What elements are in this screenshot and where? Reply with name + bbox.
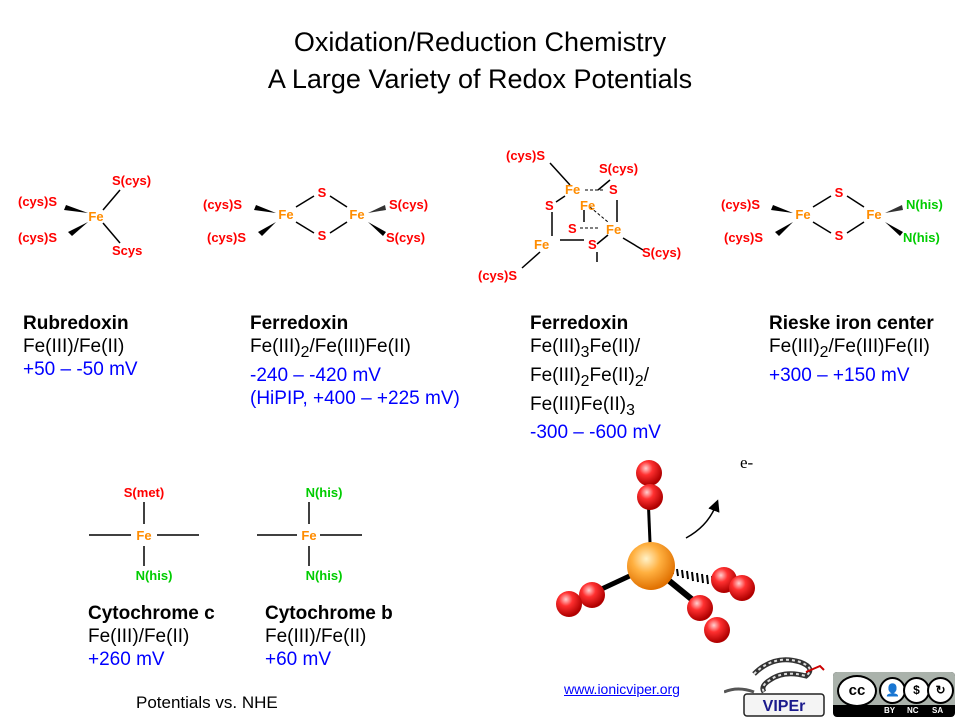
center-cytochrome-c: Cytochrome c Fe(III)/Fe(II) +260 mV xyxy=(88,602,215,671)
n-his-atom: N(his) xyxy=(906,197,943,212)
redox-couple-line: Fe(III)3Fe(II)/ xyxy=(530,336,641,361)
person-icon: 👤 xyxy=(879,677,906,704)
s-cys-atom: S(cys) xyxy=(389,197,428,212)
redox-potential: +300 – +150 mV xyxy=(769,364,910,386)
fe-atom: Fe xyxy=(565,182,580,197)
n-his-atom: N(his) xyxy=(903,230,940,245)
center-name: Rieske iron center xyxy=(769,313,934,334)
redox-potential: -240 – -420 mV xyxy=(250,364,381,386)
fe-atom: Fe xyxy=(349,207,364,222)
s-met-atom: S(met) xyxy=(124,485,164,500)
atom-ball xyxy=(687,595,713,621)
footnote: Potentials vs. NHE xyxy=(136,693,278,712)
cys-s-atom: (cys)S xyxy=(478,268,517,283)
redox-couple: Fe(III)2/Fe(III)Fe(II) xyxy=(769,336,930,361)
s-cys-atom: S(cys) xyxy=(112,173,151,188)
center-rieske: Rieske iron center Fe(III)2/Fe(III)Fe(II… xyxy=(769,312,934,387)
redox-potential: -300 – -600 mV xyxy=(530,422,661,444)
sa-label: SA xyxy=(932,706,944,715)
s-cys-atom: S(cys) xyxy=(386,230,425,245)
slide-title-line1: Oxidation/Reduction Chemistry xyxy=(293,27,667,57)
n-his-atom: N(his) xyxy=(306,568,343,583)
fe-atom: Fe xyxy=(534,237,549,252)
rubredoxin-structure: Fe S(cys) (cys)S (cys)S Scys xyxy=(18,173,151,258)
redox-couple: Fe(III)2/Fe(III)Fe(II) xyxy=(250,336,411,361)
cys-s-atom: (cys)S xyxy=(203,197,242,212)
redox-potential: +60 mV xyxy=(265,649,332,670)
center-name: Ferredoxin xyxy=(250,313,349,334)
viper-logo: VIPEr xyxy=(724,657,825,717)
no-dollar-icon: $ xyxy=(903,677,930,704)
atom-ball xyxy=(704,617,730,643)
ball-and-stick-model: e- xyxy=(556,453,755,643)
website-link[interactable]: www.ionicviper.org xyxy=(564,681,680,697)
cys-s-atom: (cys)S xyxy=(18,194,57,209)
ferredoxin-2fe-structure: Fe Fe S S (cys)S (cys)S S(cys) S(cys) xyxy=(203,185,428,245)
center-rubredoxin: Rubredoxin Fe(III)/Fe(II) +50 – -50 mV xyxy=(23,312,138,381)
nc-label: NC xyxy=(907,706,919,715)
cys-s-atom: (cys)S xyxy=(207,230,246,245)
redox-couple: Fe(III)/Fe(II) xyxy=(265,626,367,647)
n-his-atom: N(his) xyxy=(306,485,343,500)
s-atom: S xyxy=(318,185,327,200)
ferredoxin-4fe-structure: (cys)S S(cys) Fe S S Fe S Fe Fe S S(cys)… xyxy=(478,148,681,283)
redox-couple-line: Fe(III)Fe(II)3 xyxy=(530,393,635,419)
fe-atom: Fe xyxy=(278,207,293,222)
n-his-atom: N(his) xyxy=(136,568,173,583)
cytochrome-b-structure: Fe N(his) N(his) xyxy=(257,485,362,583)
share-alike-icon: ↻ xyxy=(927,677,954,704)
cc-license-badge: cc 👤 $ ↻ BY NC SA xyxy=(833,672,955,717)
iron-ball xyxy=(627,542,675,590)
atom-ball xyxy=(637,484,663,510)
hipip-potential: (HiPIP, +400 – +225 mV) xyxy=(250,387,460,409)
center-name: Cytochrome c xyxy=(88,603,215,624)
s-atom: S xyxy=(588,237,597,252)
s-cys-atom: S(cys) xyxy=(599,161,638,176)
fe-atom: Fe xyxy=(866,207,881,222)
fe-atom: Fe xyxy=(136,528,151,543)
s-atom: S xyxy=(545,198,554,213)
cys-s-atom: (cys)S xyxy=(721,197,760,212)
by-label: BY xyxy=(884,706,896,715)
atom-ball xyxy=(729,575,755,601)
fe-atom: Fe xyxy=(301,528,316,543)
atom-ball xyxy=(636,460,662,486)
logo-text: VIPEr xyxy=(763,698,806,715)
fe-atom: Fe xyxy=(606,222,621,237)
redox-couple-line: Fe(III)2Fe(II)2/ xyxy=(530,364,649,390)
rieske-structure: Fe Fe S S (cys)S (cys)S N(his) N(his) xyxy=(721,185,943,245)
s-atom: S xyxy=(318,228,327,243)
cys-s-atom: (cys)S xyxy=(506,148,545,163)
center-ferredoxin-2fe: Ferredoxin Fe(III)2/Fe(III)Fe(II) -240 –… xyxy=(250,312,460,410)
atom-ball xyxy=(556,591,582,617)
scys-atom: Scys xyxy=(112,243,142,258)
s-atom: S xyxy=(835,228,844,243)
fe-atom: Fe xyxy=(580,198,595,213)
atom-ball xyxy=(579,582,605,608)
redox-potential: +50 – -50 mV xyxy=(23,359,138,380)
center-name: Rubredoxin xyxy=(23,313,129,334)
center-name: Cytochrome b xyxy=(265,603,393,624)
cc-icon: cc xyxy=(837,675,877,707)
center-cytochrome-b: Cytochrome b Fe(III)/Fe(II) +60 mV xyxy=(265,602,393,671)
cytochrome-c-structure: Fe S(met) N(his) xyxy=(89,485,199,583)
fe-atom: Fe xyxy=(88,209,103,224)
cys-s-atom: (cys)S xyxy=(724,230,763,245)
cys-s-atom: (cys)S xyxy=(18,230,57,245)
s-atom: S xyxy=(568,221,577,236)
center-name: Ferredoxin xyxy=(530,313,629,334)
s-cys-atom: S(cys) xyxy=(642,245,681,260)
redox-potential: +260 mV xyxy=(88,649,165,670)
electron-arrow xyxy=(685,499,720,539)
s-atom: S xyxy=(835,185,844,200)
redox-couple: Fe(III)/Fe(II) xyxy=(88,626,190,647)
center-ferredoxin-4fe: Ferredoxin Fe(III)3Fe(II)/ Fe(III)2Fe(II… xyxy=(530,312,661,444)
slide-title-line2: A Large Variety of Redox Potentials xyxy=(267,64,693,94)
fe-atom: Fe xyxy=(795,207,810,222)
redox-couple: Fe(III)/Fe(II) xyxy=(23,336,125,357)
s-atom: S xyxy=(609,182,618,197)
electron-label: e- xyxy=(740,453,754,472)
